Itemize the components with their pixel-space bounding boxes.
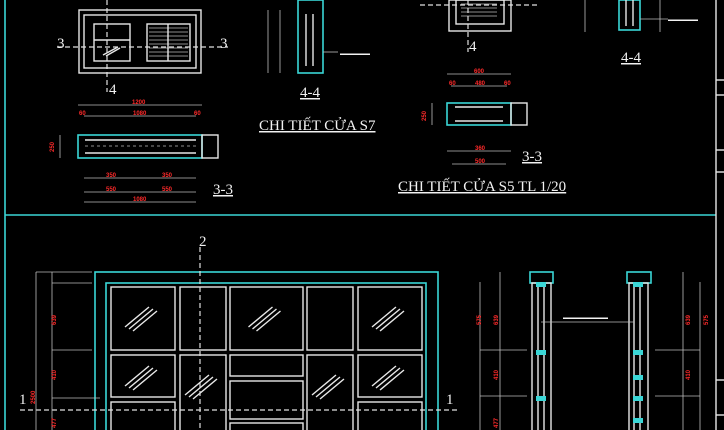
dim-label: 410 — [52, 369, 58, 380]
dim-label: 250 — [422, 110, 428, 121]
glass-hatch — [124, 365, 150, 387]
glass-hatch — [124, 306, 150, 328]
dim-label: 477 — [52, 417, 58, 428]
s7-section-3-right: 3 — [220, 36, 228, 52]
glass-hatch — [311, 374, 337, 396]
glass-hatch — [128, 367, 154, 389]
s5-elevation — [420, 0, 540, 52]
window-pane — [110, 286, 176, 351]
dim-label: 639 — [52, 314, 58, 325]
dim-label: 575 — [477, 314, 483, 325]
glass-hatch — [379, 369, 405, 391]
window-pane — [110, 401, 176, 430]
elevation-section-2: 2 — [199, 234, 207, 250]
window-pane — [229, 354, 304, 377]
dim-label: 1200 — [132, 100, 146, 106]
s7-section-44-drawing — [267, 0, 338, 74]
dim-label: 250 — [50, 141, 56, 152]
window-pane — [229, 286, 304, 351]
dim-label: 575 — [704, 314, 710, 325]
s7-section-4: 4 — [109, 82, 117, 98]
s7-section-note: ▬▬▬▬▬▬ — [340, 51, 370, 57]
window-pane — [357, 354, 423, 398]
glass-hatch — [128, 308, 154, 330]
s5-title: CHI TIẾT CỬA S5 TL 1/20 — [398, 178, 566, 195]
glass-hatch — [371, 365, 397, 387]
dim-label: 60 — [449, 81, 456, 87]
glass-hatch — [315, 376, 341, 398]
s5-section-33-label: 3-3 — [522, 149, 542, 165]
window-pane — [110, 354, 176, 398]
glass-hatch — [252, 308, 277, 330]
dim-label: 550 — [162, 187, 173, 193]
s7-title: CHI TIẾT CỬA S7 — [259, 117, 376, 134]
glass-hatch — [132, 310, 158, 332]
vertical-section-note: ▬▬▬▬▬▬▬▬▬ — [563, 315, 608, 321]
elevation-section-1-right: 1 — [446, 392, 454, 408]
s5-section-33-drawing — [431, 73, 528, 165]
glass-hatch — [192, 378, 218, 400]
dim-label: 410 — [494, 369, 500, 380]
s7-elevation — [57, 0, 228, 92]
glass-hatch — [188, 376, 214, 398]
window-pane — [229, 422, 304, 430]
dim-label: 639 — [686, 314, 692, 325]
dim-label: 360 — [475, 146, 486, 152]
vertical-sections — [479, 271, 701, 430]
glass-hatch — [375, 308, 401, 330]
glass-hatch — [375, 367, 401, 389]
elevation-section-1-left: 1 — [19, 392, 27, 408]
glass-hatch — [371, 306, 397, 328]
dim-label: 639 — [494, 314, 500, 325]
window-pane — [229, 380, 304, 420]
dim-label: 550 — [106, 187, 117, 193]
window-pane — [306, 286, 354, 351]
main-elevation — [20, 247, 458, 430]
dim-label: 60 — [79, 111, 86, 117]
s7-section-44-label: 4-4 — [300, 85, 320, 101]
glass-hatch — [379, 310, 405, 332]
window-pane — [357, 286, 423, 351]
dim-label: 480 — [475, 81, 486, 87]
dim-label: 1080 — [133, 111, 147, 117]
s7-section-33-drawing — [59, 104, 219, 203]
dim-label: 2500 — [31, 390, 37, 404]
dim-label: 1080 — [133, 197, 147, 203]
window-pane — [306, 354, 354, 430]
dim-label: 477 — [494, 417, 500, 428]
glass-hatch — [132, 369, 158, 391]
dim-label: 60 — [504, 81, 511, 87]
window-pane — [179, 286, 227, 351]
window-pane — [357, 401, 423, 430]
s5-section-4: 4 — [469, 39, 477, 55]
dim-label: 410 — [686, 369, 692, 380]
s5-section-44-label: 4-4 — [621, 50, 641, 66]
glass-hatch — [184, 374, 210, 396]
window-pane — [179, 354, 227, 430]
s5-section-44-drawing — [584, 0, 668, 32]
glass-hatch — [248, 306, 273, 328]
dim-label: 350 — [106, 173, 117, 179]
s5-section-note: ▬▬▬▬▬▬ — [668, 17, 698, 23]
glass-hatch — [319, 378, 345, 400]
s7-section-33-label: 3-3 — [213, 182, 233, 198]
dim-label: 60 — [194, 111, 201, 117]
s7-section-3-left: 3 — [57, 36, 65, 52]
title-block — [716, 79, 724, 416]
dim-label: 600 — [474, 69, 485, 75]
dim-label: 350 — [162, 173, 173, 179]
dim-label: 500 — [475, 159, 486, 165]
glass-hatch — [256, 310, 281, 332]
